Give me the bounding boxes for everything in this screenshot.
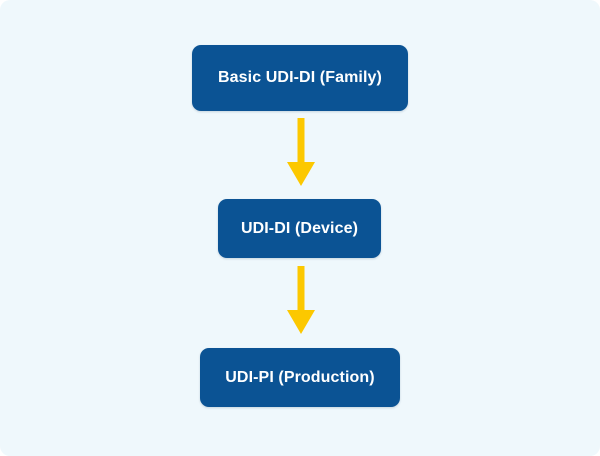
flow-node-label: Basic UDI-DI (Family) [218,69,382,87]
flow-node-udi-pi-production[interactable]: UDI-PI (Production) [200,348,400,407]
flow-node-label: UDI-PI (Production) [225,368,375,386]
down-arrow-icon [287,118,315,186]
flow-node-label: UDI-DI (Device) [240,219,359,237]
flow-node-udi-di-device[interactable]: UDI-DI (Device) [218,199,381,258]
down-arrow-icon [287,266,315,334]
flow-node-basic-udi-di-family[interactable]: Basic UDI-DI (Family) [192,45,408,111]
